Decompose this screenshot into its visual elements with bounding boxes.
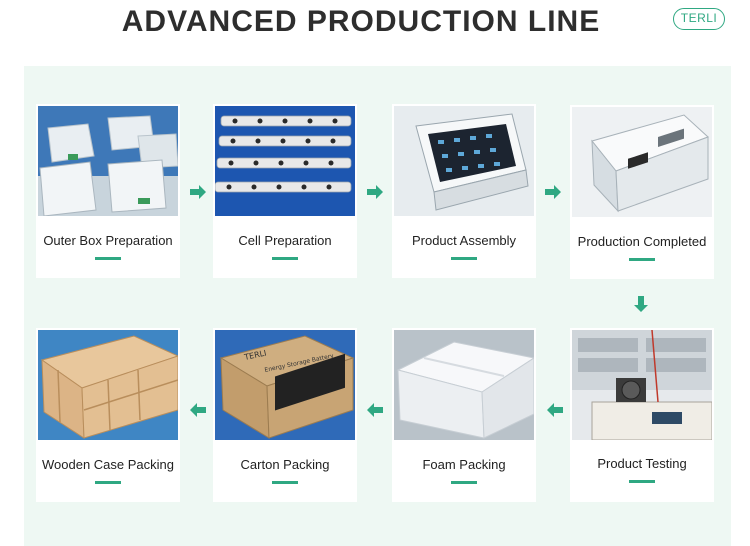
page-title: ADVANCED PRODUCTION LINE bbox=[121, 5, 601, 38]
arrow-down-icon bbox=[631, 294, 651, 314]
foam-packing-photo bbox=[394, 330, 534, 440]
arrow-left-icon bbox=[365, 400, 385, 420]
production-completed-photo bbox=[572, 107, 712, 217]
step-underline bbox=[95, 481, 121, 484]
step-underline bbox=[629, 480, 655, 483]
step-card-cell-preparation: Cell Preparation bbox=[213, 104, 357, 278]
step-card-outer-box-preparation: Outer Box Preparation bbox=[36, 104, 180, 278]
product-assembly-photo bbox=[394, 106, 534, 216]
step-card-production-completed: Production Completed bbox=[570, 105, 714, 279]
outer-box-photo bbox=[38, 106, 178, 216]
step-card-carton-packing: TERLI Energy Storage Battery Carton Pack… bbox=[213, 328, 357, 502]
step-label: Product Testing bbox=[597, 456, 687, 471]
cell-preparation-photo bbox=[215, 106, 355, 216]
step-underline bbox=[629, 258, 655, 261]
step-card-product-testing: Product Testing bbox=[570, 328, 714, 502]
product-testing-photo bbox=[572, 330, 712, 440]
arrow-left-icon bbox=[188, 400, 208, 420]
arrow-right-icon bbox=[365, 182, 385, 202]
arrow-left-icon bbox=[545, 400, 565, 420]
step-label: Product Assembly bbox=[411, 233, 517, 248]
step-label: Wooden Case Packing bbox=[41, 457, 174, 472]
wooden-case-photo bbox=[38, 330, 178, 440]
brand-logo[interactable]: TERLI bbox=[673, 8, 725, 30]
step-label: Production Completed bbox=[577, 234, 707, 249]
step-card-foam-packing: Foam Packing bbox=[392, 328, 536, 502]
step-underline bbox=[451, 257, 477, 260]
step-underline bbox=[95, 257, 121, 260]
step-label: Carton Packing bbox=[240, 457, 330, 472]
step-underline bbox=[451, 481, 477, 484]
step-underline bbox=[272, 481, 298, 484]
arrow-right-icon bbox=[543, 182, 563, 202]
arrow-right-icon bbox=[188, 182, 208, 202]
carton-packing-photo: TERLI Energy Storage Battery bbox=[215, 330, 355, 440]
step-card-product-assembly: Product Assembly bbox=[392, 104, 536, 278]
step-label: Cell Preparation bbox=[238, 233, 332, 248]
step-label: Foam Packing bbox=[422, 457, 506, 472]
step-card-wooden-case-packing: Wooden Case Packing bbox=[36, 328, 180, 502]
step-underline bbox=[272, 257, 298, 260]
step-label: Outer Box Preparation bbox=[43, 233, 173, 248]
